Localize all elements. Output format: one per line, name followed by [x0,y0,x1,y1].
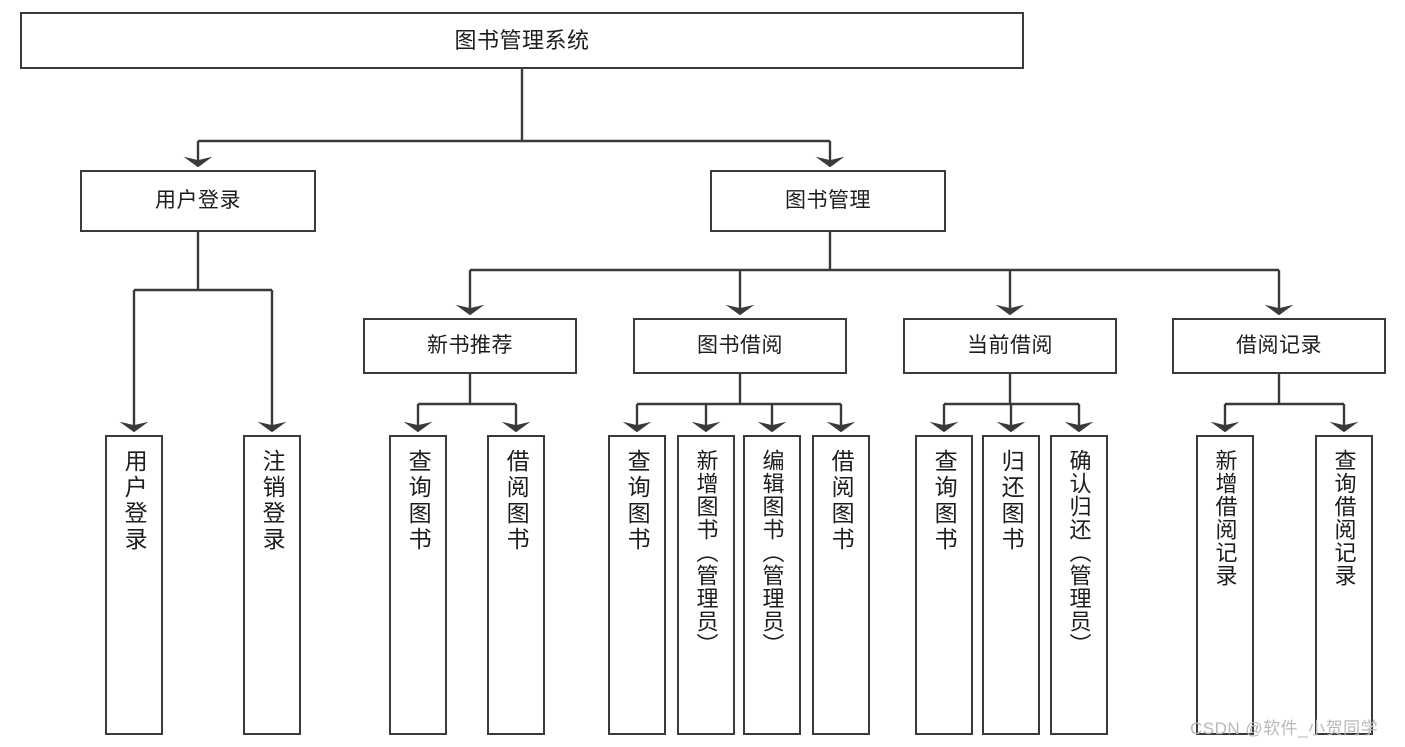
leaf-edit-book-admin[interactable]: 编辑图书（管理员） [743,435,801,735]
node-new-book-recommend[interactable]: 新书推荐 [363,318,577,374]
node-label: 查询图书 [405,449,432,553]
node-label: 用户登录 [121,449,148,553]
node-book-borrow[interactable]: 图书借阅 [633,318,847,374]
leaf-query-book-current[interactable]: 查询图书 [915,435,973,735]
node-borrow-record[interactable]: 借阅记录 [1172,318,1386,374]
node-book-management[interactable]: 图书管理 [710,170,946,232]
node-user-login[interactable]: 用户登录 [80,170,316,232]
leaf-add-borrow-record[interactable]: 新增借阅记录 [1196,435,1254,735]
leaf-return-book[interactable]: 归还图书 [982,435,1040,735]
leaf-confirm-return-admin[interactable]: 确认归还（管理员） [1050,435,1108,735]
node-current-borrow[interactable]: 当前借阅 [903,318,1117,374]
node-label: 图书管理系统 [454,27,590,53]
node-label: 新增借阅记录 [1212,449,1238,587]
leaf-query-borrow-record[interactable]: 查询借阅记录 [1315,435,1373,735]
leaf-borrow-book[interactable]: 借阅图书 [812,435,870,735]
leaf-logout[interactable]: 注销登录 [243,435,301,735]
csdn-watermark: CSDN @软件_小贺同学 [1190,719,1379,738]
node-label: 借阅记录 [1236,333,1322,357]
node-label: 借阅图书 [503,449,530,553]
node-label: 当前借阅 [967,333,1053,357]
leaf-user-login[interactable]: 用户登录 [105,435,163,735]
node-label: 新书推荐 [427,333,513,357]
node-label: 图书管理 [785,188,871,212]
node-label: 确认归还（管理员） [1066,449,1092,656]
node-label: 查询图书 [624,449,651,553]
node-root-system[interactable]: 图书管理系统 [20,12,1024,69]
node-label: 图书借阅 [697,333,783,357]
leaf-query-book-recommend[interactable]: 查询图书 [389,435,447,735]
node-label: 借阅图书 [828,449,855,553]
node-label: 注销登录 [259,449,286,553]
node-label: 归还图书 [998,449,1025,553]
leaf-add-book-admin[interactable]: 新增图书（管理员） [677,435,735,735]
leaf-borrow-book-recommend[interactable]: 借阅图书 [487,435,545,735]
node-label: 查询图书 [931,449,958,553]
node-label: 查询借阅记录 [1331,449,1357,587]
node-label: 新增图书（管理员） [693,449,719,656]
leaf-query-book-borrow[interactable]: 查询图书 [608,435,666,735]
node-label: 用户登录 [155,188,241,212]
node-label: 编辑图书（管理员） [759,449,785,656]
